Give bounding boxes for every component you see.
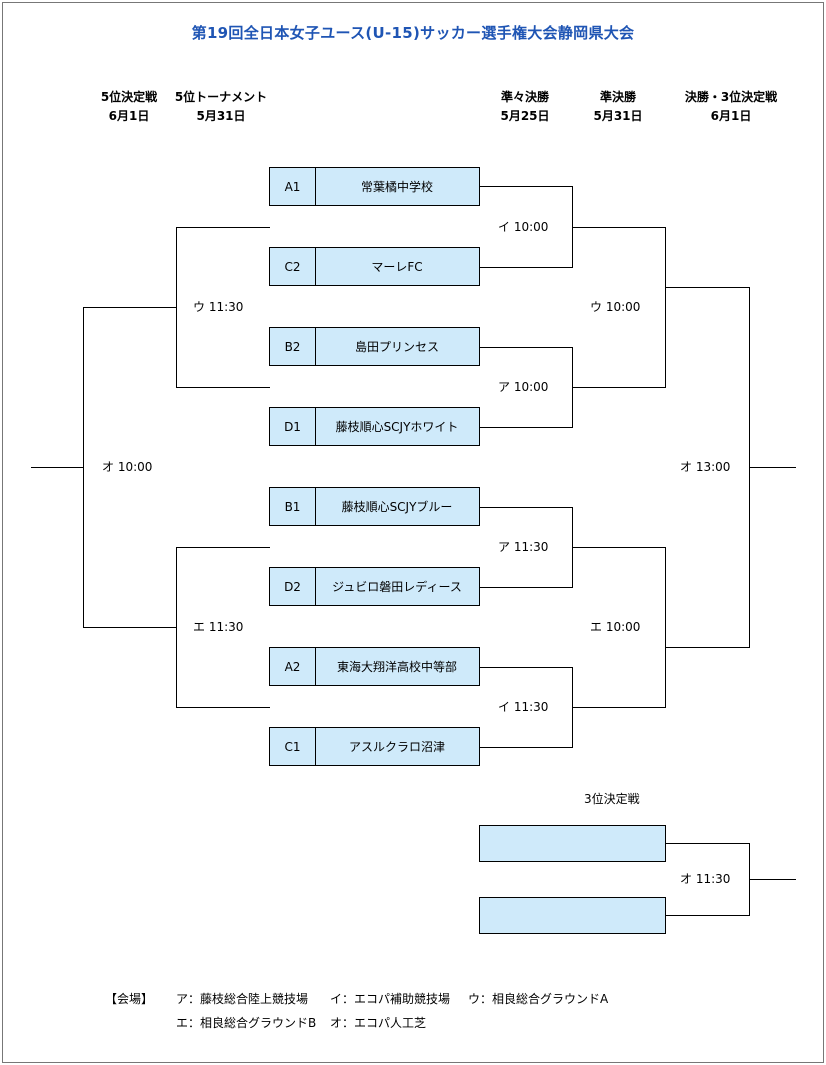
match-label-5th-2: エ 11:30 bbox=[193, 620, 244, 634]
header-date: 6月1日 bbox=[710, 109, 752, 123]
venue-item: ウ：相良総合グラウンドA bbox=[468, 992, 609, 1006]
header-date: 6月1日 bbox=[108, 109, 150, 123]
bracket-line bbox=[572, 707, 665, 708]
header-date: 5月25日 bbox=[500, 109, 550, 123]
match-label-sf1: ウ 10:00 bbox=[590, 300, 641, 314]
venue-item: オ：エコパ人工芝 bbox=[330, 1016, 427, 1030]
match-label-qf2: ア 10:00 bbox=[498, 380, 549, 394]
team-name: 東海大翔洋高校中等部 bbox=[336, 660, 457, 674]
bracket-line bbox=[665, 915, 750, 916]
team-box: C2 マーレFC bbox=[269, 247, 480, 286]
team-box: A2 東海大翔洋高校中等部 bbox=[269, 647, 480, 686]
match-label-5th-1: ウ 11:30 bbox=[193, 300, 244, 314]
bracket-line bbox=[176, 387, 270, 388]
header-date: 5月31日 bbox=[196, 109, 246, 123]
venue-item: イ：エコパ補助競技場 bbox=[330, 992, 451, 1006]
page-title: 第19回全日本女子ユース(U-15)サッカー選手権大会静岡県大会 bbox=[191, 24, 635, 42]
bracket-line bbox=[176, 227, 270, 228]
match-label-sf2: エ 10:00 bbox=[590, 620, 641, 634]
header-semifinal: 準決勝 5月31日 bbox=[573, 88, 663, 126]
match-label-qf3: ア 11:30 bbox=[498, 540, 549, 554]
match-label-final: オ 13:00 bbox=[680, 460, 731, 474]
bracket-line bbox=[176, 547, 270, 548]
bracket-line bbox=[572, 387, 665, 388]
team-seed: D2 bbox=[270, 568, 316, 605]
team-seed: C1 bbox=[270, 728, 316, 765]
team-seed: A2 bbox=[270, 648, 316, 685]
team-name: アスルクラロ沼津 bbox=[348, 740, 445, 754]
team-name: 常葉橘中学校 bbox=[360, 180, 433, 194]
header-final: 決勝・3位決定戦 6月1日 bbox=[672, 88, 790, 126]
bracket-line bbox=[83, 627, 177, 628]
third-place-line bbox=[749, 879, 796, 880]
team-seed: D1 bbox=[270, 408, 316, 445]
bracket-line bbox=[665, 547, 666, 708]
team-box: C1 アスルクラロ沼津 bbox=[269, 727, 480, 766]
team-name: マーレFC bbox=[371, 260, 423, 274]
team-name: 島田プリンセス bbox=[354, 340, 439, 354]
champion-line bbox=[749, 467, 796, 468]
header-label: 決勝・3位決定戦 bbox=[684, 90, 778, 104]
team-box: B2 島田プリンセス bbox=[269, 327, 480, 366]
bracket-line bbox=[480, 347, 573, 348]
third-place-slot bbox=[479, 825, 666, 862]
third-place-slot bbox=[479, 897, 666, 934]
bracket-line bbox=[480, 667, 573, 668]
header-label: 準々決勝 bbox=[500, 90, 549, 104]
team-name: 藤枝順心SCJYブルー bbox=[341, 500, 453, 514]
header-date: 5月31日 bbox=[593, 109, 643, 123]
venue-item: エ：相良総合グラウンドB bbox=[176, 1016, 317, 1030]
bracket-line bbox=[83, 307, 177, 308]
team-box: A1 常葉橘中学校 bbox=[269, 167, 480, 206]
bracket-line bbox=[665, 843, 750, 844]
header-fifth-final: 5位決定戦 6月1日 bbox=[80, 88, 178, 126]
venue-label: 【会場】 bbox=[105, 992, 154, 1006]
header-quarterfinal: 準々決勝 5月25日 bbox=[480, 88, 570, 126]
bracket-line bbox=[176, 707, 270, 708]
match-label-qf1: イ 10:00 bbox=[498, 220, 549, 234]
bracket-line bbox=[480, 587, 573, 588]
match-label-qf4: イ 11:30 bbox=[498, 700, 549, 714]
match-label-third: オ 11:30 bbox=[680, 872, 731, 886]
team-seed: C2 bbox=[270, 248, 316, 285]
team-box: D1 藤枝順心SCJYホワイト bbox=[269, 407, 480, 446]
team-seed: B2 bbox=[270, 328, 316, 365]
team-name: ジュビロ磐田レディース bbox=[332, 580, 462, 594]
bracket-line bbox=[480, 507, 573, 508]
header-label: 5位決定戦 bbox=[100, 90, 158, 104]
team-box: B1 藤枝順心SCJYブルー bbox=[269, 487, 480, 526]
team-seed: B1 bbox=[270, 488, 316, 525]
match-label-5th-final: オ 10:00 bbox=[102, 460, 153, 474]
third-place-title: 3位決定戦 bbox=[584, 792, 640, 806]
bracket-line bbox=[480, 427, 573, 428]
header-fifth-tournament: 5位トーナメント 5月31日 bbox=[166, 88, 276, 126]
header-label: 5位トーナメント bbox=[174, 90, 268, 104]
bracket-line bbox=[665, 647, 750, 648]
bracket-line bbox=[665, 287, 750, 288]
team-seed: A1 bbox=[270, 168, 316, 205]
bracket-line bbox=[480, 186, 573, 187]
venue-item: ア：藤枝総合陸上競技場 bbox=[176, 992, 309, 1006]
team-box: D2 ジュビロ磐田レディース bbox=[269, 567, 480, 606]
header-label: 準決勝 bbox=[599, 90, 636, 104]
bracket-line bbox=[572, 547, 665, 548]
bracket-line bbox=[480, 267, 573, 268]
fifth-place-line bbox=[31, 467, 84, 468]
bracket-line bbox=[572, 227, 665, 228]
bracket-line bbox=[665, 227, 666, 388]
bracket-line bbox=[480, 747, 573, 748]
team-name: 藤枝順心SCJYホワイト bbox=[335, 420, 459, 434]
